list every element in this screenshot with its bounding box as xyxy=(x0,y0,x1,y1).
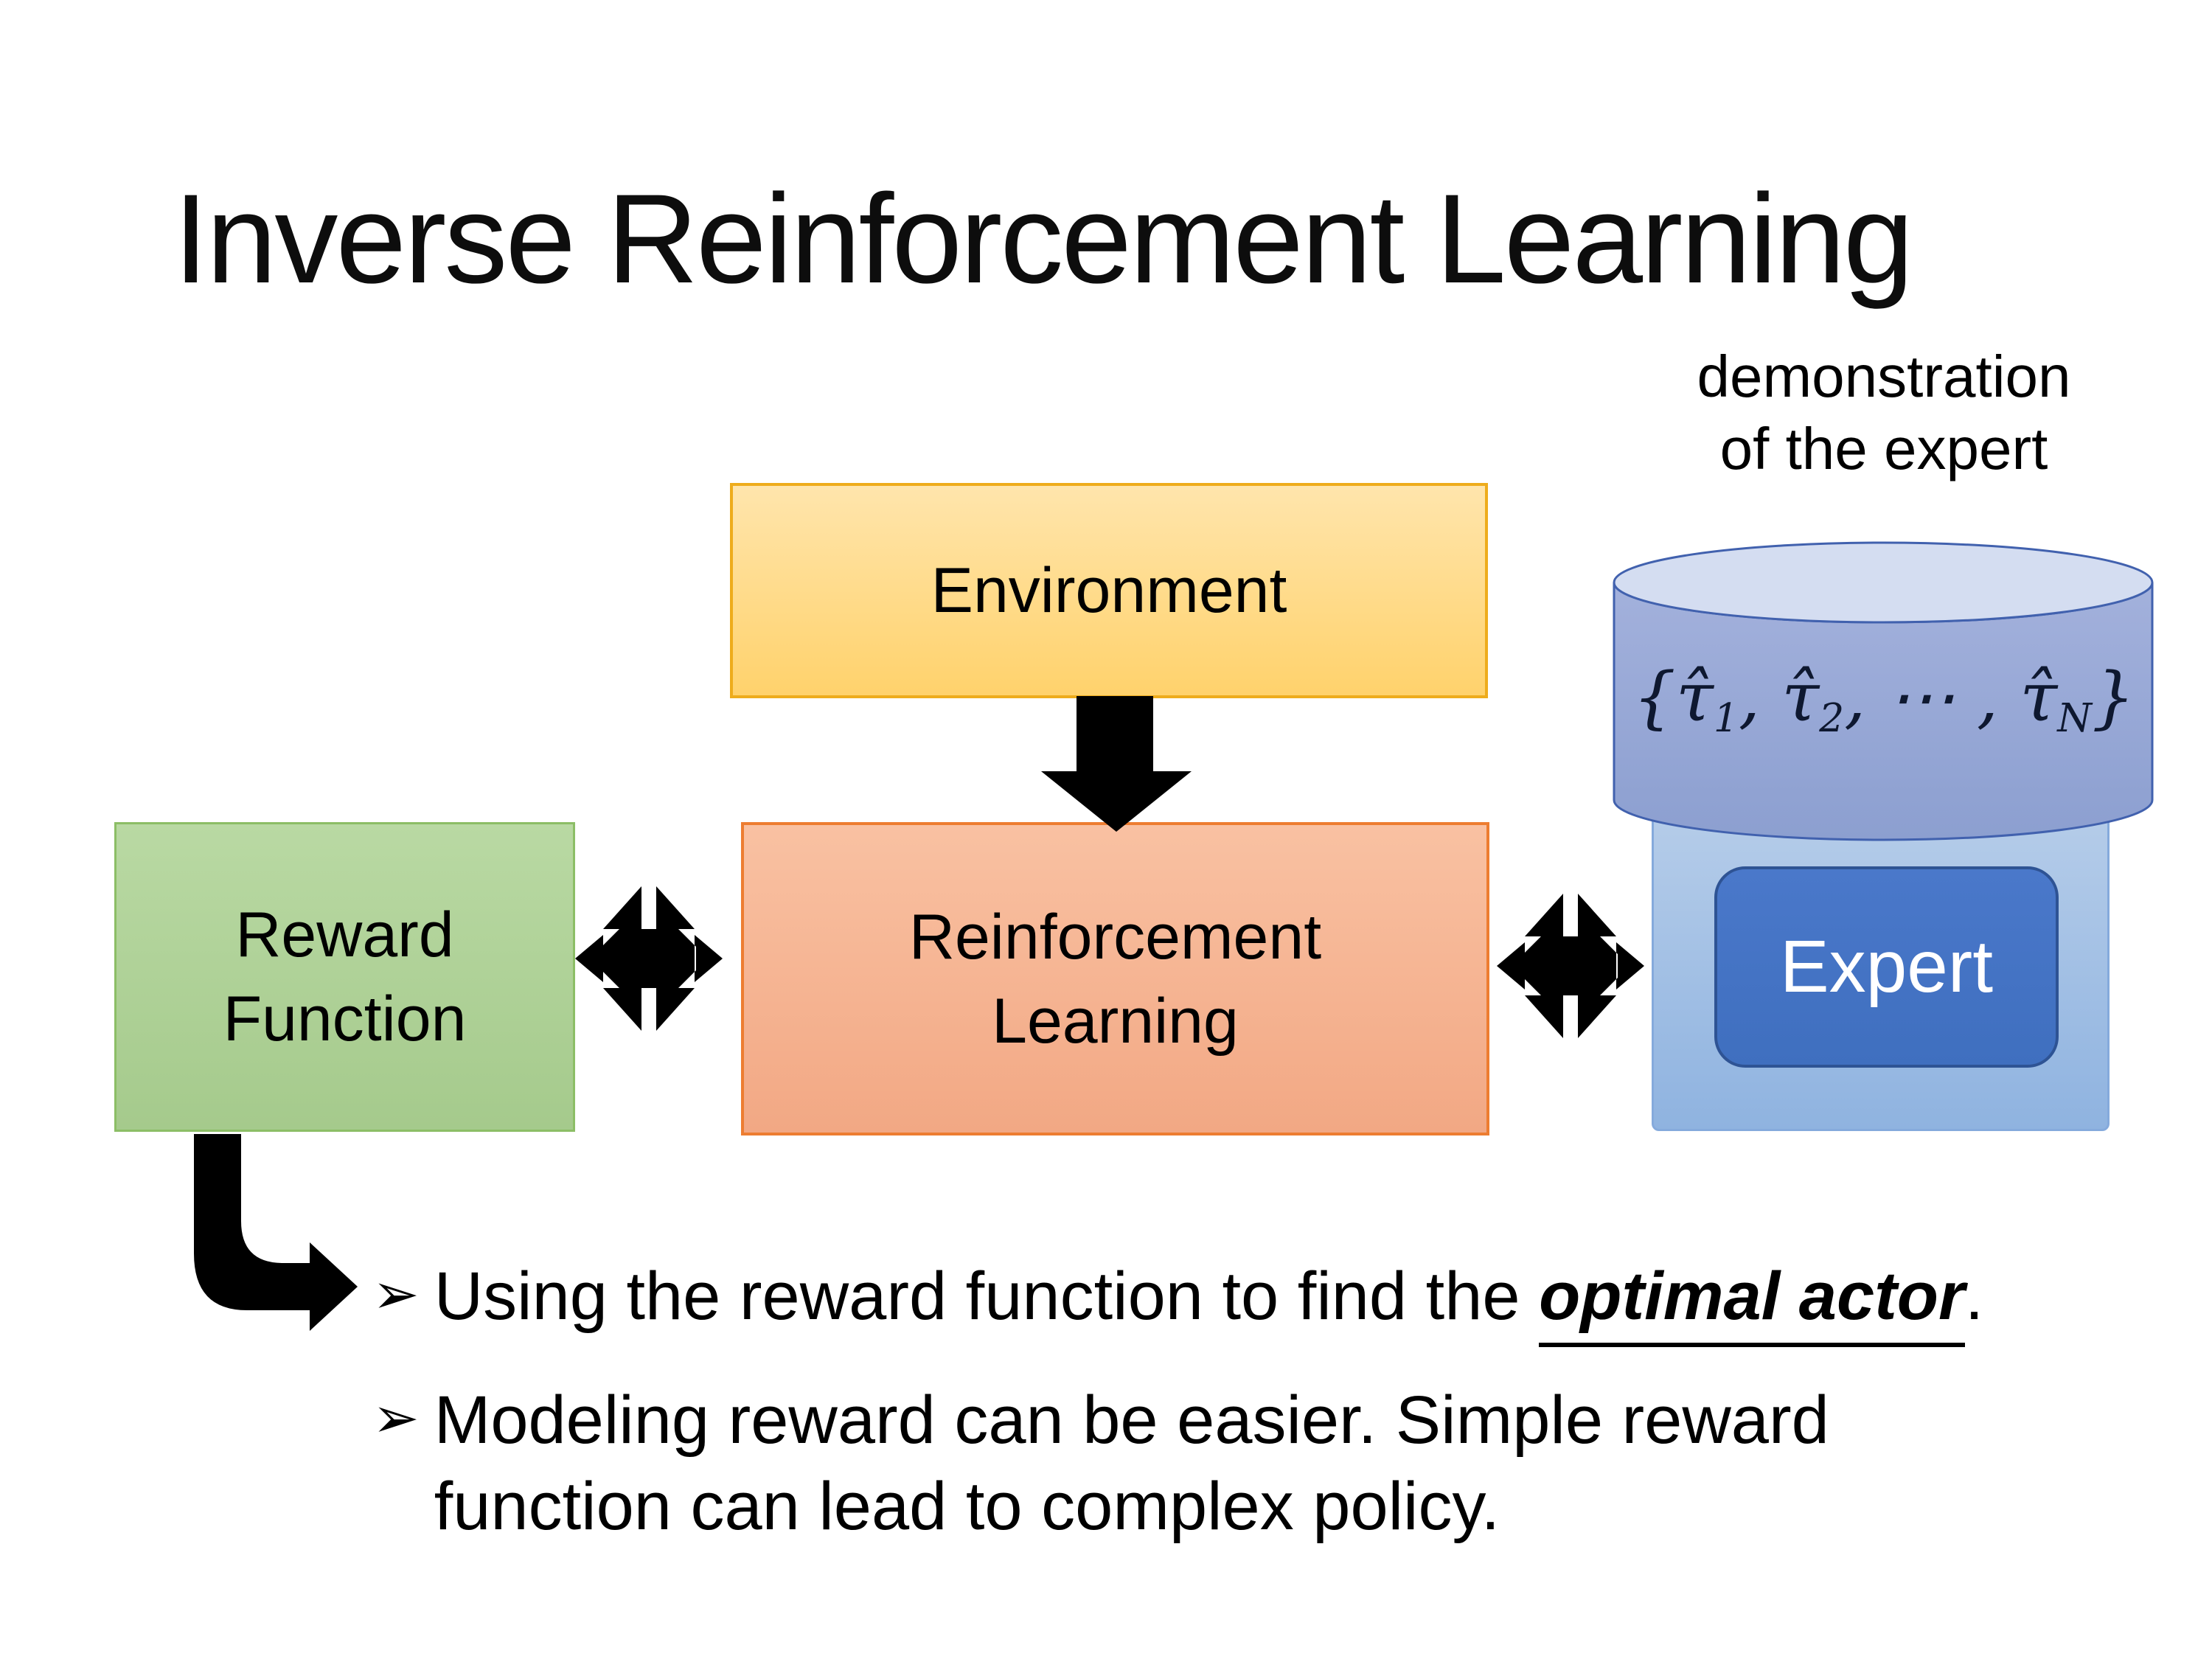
trajectory-set-formula: {τ̂1, τ̂2, ⋯ , τ̂N} xyxy=(1615,658,2153,741)
demonstration-label: demonstration of the expert xyxy=(1585,341,2183,485)
bullet1-text: Using the reward function to find the xyxy=(434,1259,1540,1334)
formula-sub-2: 2 xyxy=(1819,694,1845,741)
formula-part: , τ̂ xyxy=(1738,658,1820,737)
bullet-optimal-actor: ➢ Using the reward function to find the … xyxy=(372,1253,1984,1347)
expert-label: Expert xyxy=(1779,925,1993,1008)
bullet2-line2: function can lead to complex policy. xyxy=(434,1469,1500,1544)
formula-sub-1: 1 xyxy=(1713,694,1739,741)
arrowhead-bullet-icon: ➢ xyxy=(372,1387,420,1450)
exchange-arrow-left-icon xyxy=(575,886,723,1031)
bullet2-line1: Modeling reward can be easier. Simple re… xyxy=(434,1382,1829,1458)
environment-box: Environment xyxy=(730,483,1488,698)
expert-box: Expert xyxy=(1714,866,2059,1068)
elbow-arrow-icon xyxy=(194,1134,358,1331)
rl-label-line1: Reinforcement xyxy=(908,901,1322,973)
reinforcement-learning-box: Reinforcement Learning xyxy=(741,822,1489,1135)
formula-part: } xyxy=(2092,658,2135,737)
rl-label-line2: Learning xyxy=(992,985,1239,1057)
bullet1-emphasis: optimal actor xyxy=(1539,1259,1965,1347)
page-title: Inverse Reinforcement Learning xyxy=(173,168,1914,310)
demonstration-label-line2: of the expert xyxy=(1719,416,2048,481)
exchange-arrow-right-icon xyxy=(1497,894,1644,1038)
down-arrow-icon xyxy=(1041,696,1192,832)
bullet1-period: . xyxy=(1964,1259,1984,1334)
reward-label-line2: Function xyxy=(223,984,467,1054)
arrowhead-bullet-icon: ➢ xyxy=(372,1263,420,1326)
environment-label: Environment xyxy=(931,554,1287,626)
database-cylinder-icon xyxy=(1613,541,2154,841)
demonstration-label-line1: demonstration xyxy=(1697,344,2071,409)
reward-function-box: Reward Function xyxy=(114,822,575,1132)
formula-part: {τ̂ xyxy=(1632,658,1714,737)
formula-part: , ⋯ , τ̂ xyxy=(1844,658,2058,737)
reward-label-line1: Reward xyxy=(235,900,454,970)
bullet-modeling-reward: ➢ Modeling reward can be easier. Simple … xyxy=(372,1377,1829,1550)
formula-sub-n: N xyxy=(2057,694,2092,741)
